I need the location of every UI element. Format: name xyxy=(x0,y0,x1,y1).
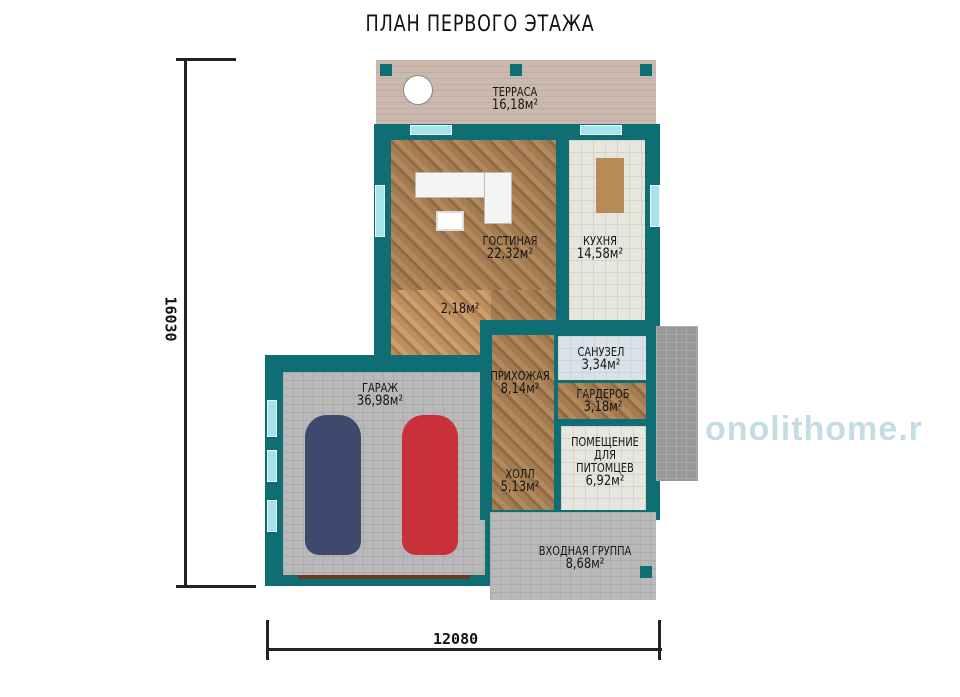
plan-title: ПЛАН ПЕРВОГО ЭТАЖА xyxy=(365,12,595,37)
dining-table-icon xyxy=(596,158,624,213)
dimension-tick xyxy=(176,58,236,61)
bathroom-floor xyxy=(558,336,646,380)
window xyxy=(375,185,385,237)
vertical-dimension-label: 16030 xyxy=(161,296,180,342)
watermark: onolithome.r xyxy=(705,410,923,448)
column xyxy=(510,64,522,76)
room-label-stair: 2,18м² xyxy=(440,301,480,317)
exterior-stairs xyxy=(656,326,698,481)
pet-room-floor xyxy=(561,426,646,510)
window xyxy=(267,500,277,532)
dimension-tick xyxy=(658,620,661,660)
horizontal-dimension-line xyxy=(266,648,662,651)
vertical-dimension-line xyxy=(184,58,187,588)
window xyxy=(650,185,660,227)
column xyxy=(640,566,652,578)
column xyxy=(640,64,652,76)
wardrobe-floor xyxy=(558,383,646,419)
horizontal-dimension-label: 12080 xyxy=(433,630,479,648)
garage-door xyxy=(298,575,470,579)
dimension-tick xyxy=(176,585,256,588)
living-room-floor xyxy=(391,140,556,290)
window xyxy=(580,125,622,135)
column xyxy=(380,64,392,76)
entrance-floor xyxy=(490,512,656,600)
window xyxy=(410,125,452,135)
blue-car-icon xyxy=(305,415,361,555)
table-icon xyxy=(403,75,433,105)
dimension-tick xyxy=(266,620,269,660)
window xyxy=(267,450,277,482)
coffee-table-icon xyxy=(436,211,464,231)
staircase xyxy=(391,290,491,356)
hall-floor xyxy=(492,335,554,510)
red-car-icon xyxy=(402,415,458,555)
window xyxy=(267,400,277,437)
sofa-icon xyxy=(484,172,512,224)
